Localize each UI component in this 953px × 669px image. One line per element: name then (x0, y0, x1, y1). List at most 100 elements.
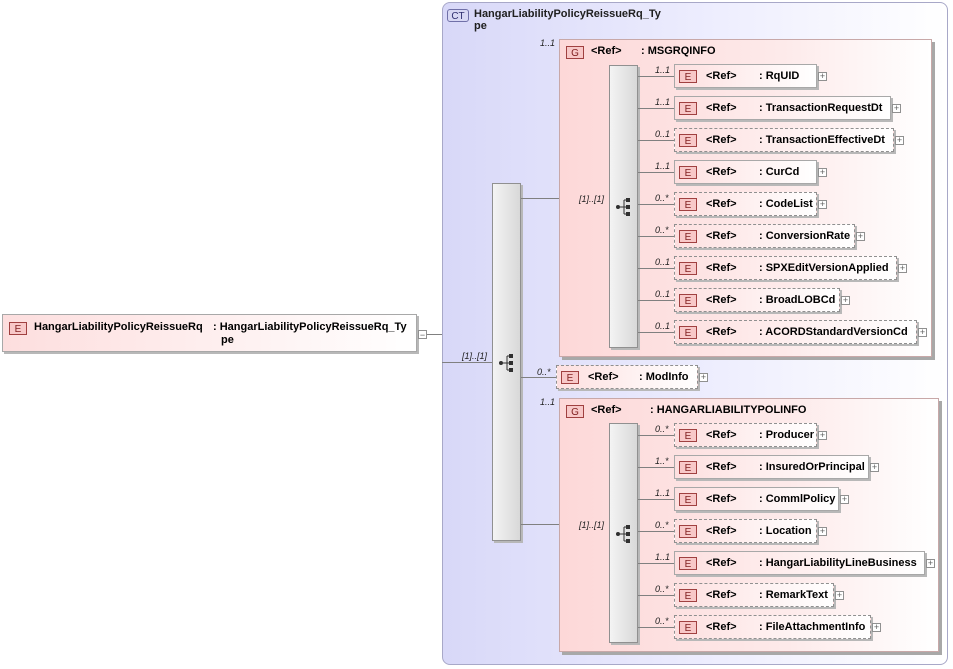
element-name: : TransactionRequestDt (759, 102, 883, 114)
plus-icon[interactable]: + (840, 494, 849, 504)
plus-icon[interactable]: + (918, 327, 927, 337)
element-cardinality: 0..* (655, 424, 669, 434)
collapse-icon[interactable]: − (418, 330, 427, 340)
element-ref: <Ref> (706, 294, 737, 306)
connector-line (638, 300, 674, 301)
element-curcd[interactable]: E <Ref> : CurCd (674, 160, 817, 184)
connector-line (638, 531, 674, 532)
connector-line (638, 627, 674, 628)
main-sequence-compositor[interactable] (492, 183, 521, 541)
root-element[interactable]: E HangarLiabilityPolicyReissueRq : Hanga… (2, 314, 417, 352)
element-ref: <Ref> (706, 493, 737, 505)
group-badge: G (566, 46, 584, 59)
hangarliabilitypolinfo-sequence-compositor[interactable] (609, 423, 638, 643)
connector-line (638, 499, 674, 500)
group-ref: <Ref> (591, 404, 622, 416)
msgrqinfo-sequence-compositor[interactable] (609, 65, 638, 348)
connector-line (638, 204, 674, 205)
element-codelist[interactable]: E <Ref> : CodeList (674, 192, 817, 216)
element-name: : CurCd (759, 166, 800, 178)
element-spxeditversionapplied[interactable]: E <Ref> : SPXEditVersionApplied (674, 256, 897, 280)
element-badge: E (679, 230, 697, 243)
element-name: : RemarkText (759, 589, 828, 601)
element-cardinality: 0..* (655, 520, 669, 530)
plus-icon[interactable]: + (818, 71, 827, 81)
element-cardinality: 1..1 (655, 552, 671, 562)
element-ref: <Ref> (706, 621, 737, 633)
plus-icon[interactable]: + (926, 558, 935, 568)
connector-line (638, 108, 674, 109)
element-conversionrate[interactable]: E <Ref> : ConversionRate (674, 224, 855, 248)
element-fileattachmentinfo[interactable]: E <Ref> : FileAttachmentInfo (674, 615, 871, 639)
element-remarktext[interactable]: E <Ref> : RemarkText (674, 583, 834, 607)
plus-icon[interactable]: + (818, 167, 827, 177)
element-name: : InsuredOrPrincipal (759, 461, 865, 473)
plus-icon[interactable]: + (872, 622, 881, 632)
connector-line (427, 334, 442, 335)
element-name: : CommlPolicy (759, 493, 836, 505)
root-element-type-line2: pe (221, 334, 234, 346)
element-ref: <Ref> (706, 461, 737, 473)
element-badge: E (679, 294, 697, 307)
connector-line (521, 198, 559, 199)
element-location[interactable]: E <Ref> : Location (674, 519, 817, 543)
connector-line (442, 362, 492, 363)
element-cardinality: 0..* (655, 225, 669, 235)
element-badge: E (561, 371, 579, 384)
element-ref: <Ref> (706, 429, 737, 441)
connector-line (638, 268, 674, 269)
element-insuredorprincipal[interactable]: E <Ref> : InsuredOrPrincipal (674, 455, 869, 479)
connector-line (638, 467, 674, 468)
element-ref: <Ref> (706, 525, 737, 537)
element-badge: E (679, 589, 697, 602)
plus-icon[interactable]: + (818, 526, 827, 536)
element-broadlobcd[interactable]: E <Ref> : BroadLOBCd (674, 288, 840, 312)
root-element-name: HangarLiabilityPolicyReissueRq (34, 321, 203, 333)
element-ref: <Ref> (706, 589, 737, 601)
element-name: : CodeList (759, 198, 813, 210)
element-badge: E (679, 326, 697, 339)
plus-icon[interactable]: + (835, 590, 844, 600)
element-badge: E (679, 102, 697, 115)
element-producer[interactable]: E <Ref> : Producer (674, 423, 817, 447)
element-rquid[interactable]: E <Ref> : RqUID (674, 64, 817, 88)
element-acordstandardversioncd[interactable]: E <Ref> : ACORDStandardVersionCd (674, 320, 917, 344)
plus-icon[interactable]: + (898, 263, 907, 273)
complex-type-badge: CT (447, 9, 469, 22)
plus-icon[interactable]: + (870, 462, 879, 472)
plus-icon[interactable]: + (841, 295, 850, 305)
element-modinfo[interactable]: E <Ref> : ModInfo (556, 365, 698, 389)
plus-icon[interactable]: + (818, 199, 827, 209)
element-transactioneffectivedt[interactable]: E <Ref> : TransactionEffectiveDt (674, 128, 894, 152)
element-transactionrequestdt[interactable]: E <Ref> : TransactionRequestDt (674, 96, 891, 120)
connector-line (638, 563, 674, 564)
element-ref: <Ref> (706, 166, 737, 178)
element-name: : HangarLiabilityLineBusiness (759, 557, 917, 569)
element-commlpolicy[interactable]: E <Ref> : CommlPolicy (674, 487, 839, 511)
element-cardinality: 1..1 (655, 97, 671, 107)
plus-icon[interactable]: + (892, 103, 901, 113)
group-name: : HANGARLIABILITYPOLINFO (650, 404, 807, 416)
main-sequence-cardinality: [1]..[1] (462, 351, 488, 361)
element-hangarliabilitylinebusiness[interactable]: E <Ref> : HangarLiabilityLineBusiness (674, 551, 925, 575)
element-badge: E (679, 461, 697, 474)
plus-icon[interactable]: + (818, 430, 827, 440)
element-badge: E (679, 493, 697, 506)
element-cardinality: 1..1 (655, 161, 671, 171)
element-name: : Location (759, 525, 812, 537)
plus-icon[interactable]: + (699, 372, 708, 382)
element-name: : TransactionEffectiveDt (759, 134, 885, 146)
element-badge: E (679, 198, 697, 211)
element-badge: E (679, 166, 697, 179)
element-cardinality: 0..1 (655, 129, 671, 139)
plus-icon[interactable]: + (856, 231, 865, 241)
group-sequence-cardinality: [1]..[1] (579, 194, 605, 204)
element-ref: <Ref> (706, 262, 737, 274)
element-name: : ConversionRate (759, 230, 851, 242)
plus-icon[interactable]: + (895, 135, 904, 145)
element-badge: E (679, 525, 697, 538)
complex-type-title-line2: pe (474, 20, 487, 32)
element-ref: <Ref> (706, 326, 737, 338)
element-name: : SPXEditVersionApplied (759, 262, 889, 274)
connector-line (638, 140, 674, 141)
